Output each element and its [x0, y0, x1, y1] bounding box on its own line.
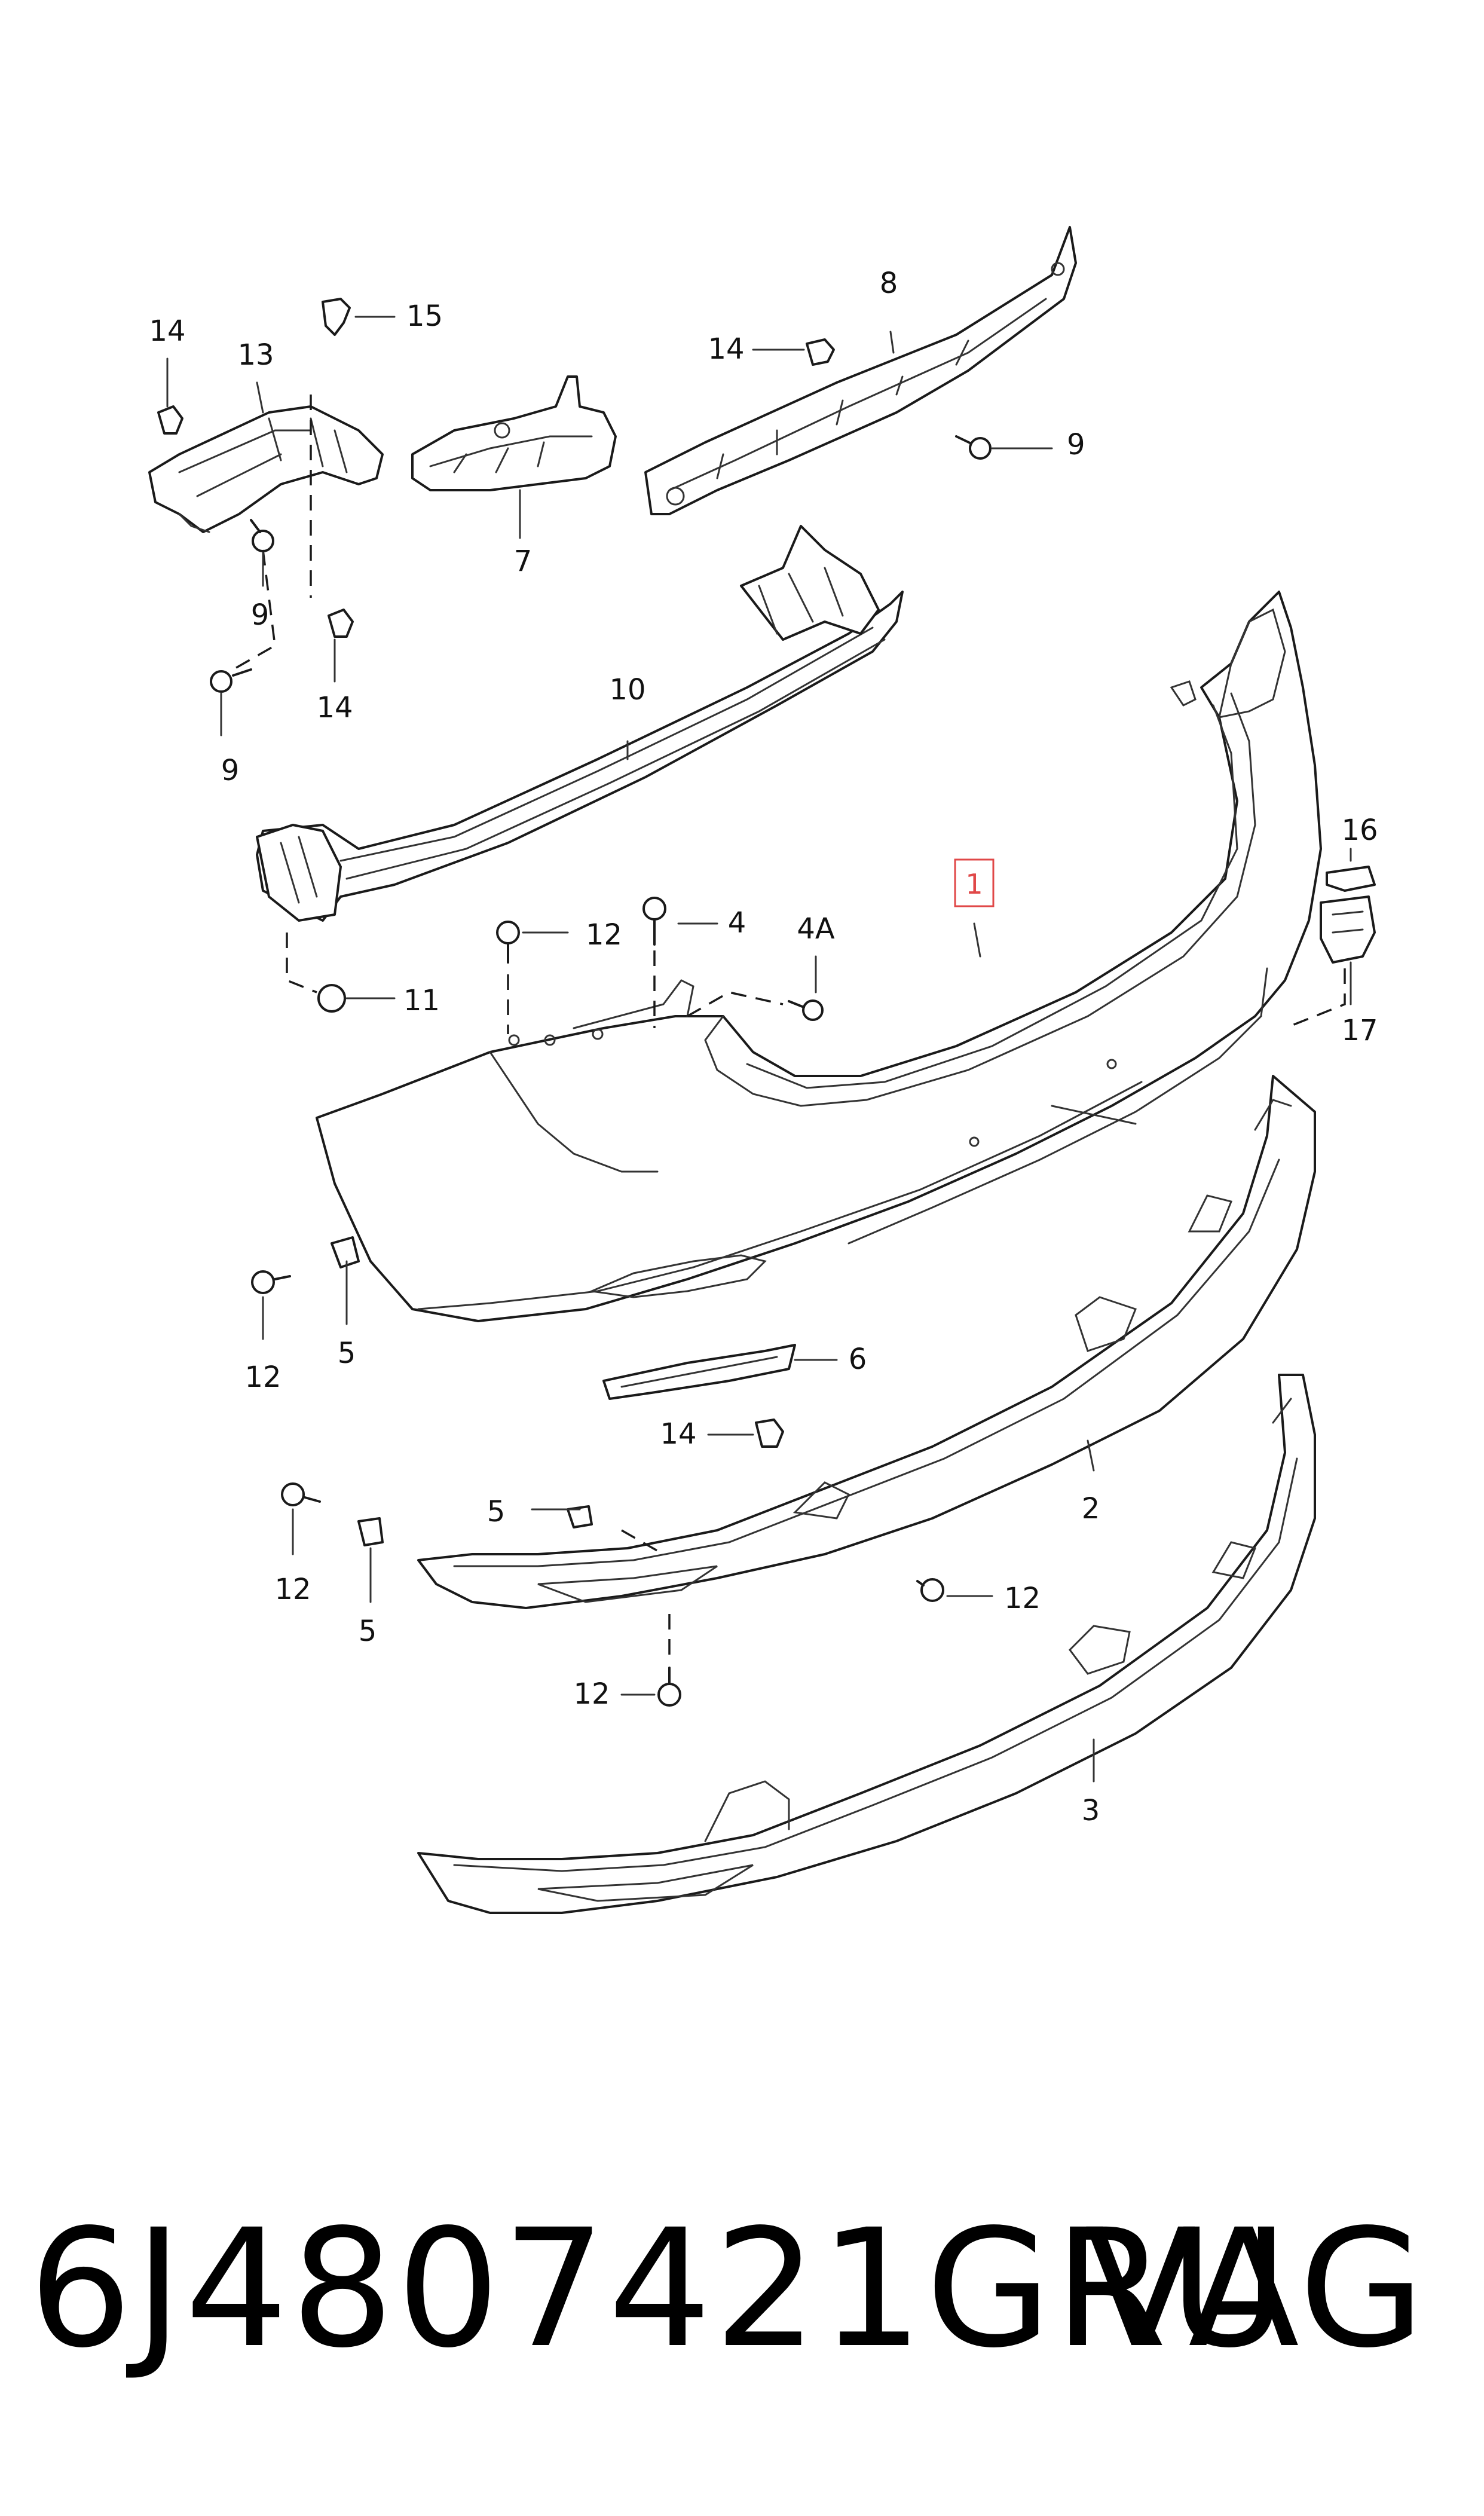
callout-9-lower-left: 9: [221, 754, 240, 787]
callout-14-top-right: 14: [708, 332, 744, 366]
callout-13: 13: [237, 338, 274, 372]
fastener-screw-12-e: [657, 1667, 681, 1707]
part-2-lower-spoiler: [417, 1075, 1316, 1609]
callout-7: 7: [514, 545, 533, 578]
part-7-bracket: [411, 375, 617, 491]
assembly-dashed-lines: [232, 395, 1346, 1662]
fastener-nut-5-b: [567, 1505, 593, 1528]
callout-12-lower-left: 12: [274, 1573, 311, 1606]
callout-3: 3: [1082, 1794, 1100, 1827]
fastener-screw-12-b: [251, 1270, 291, 1294]
callout-12-bottom: 12: [573, 1677, 610, 1711]
callout-14-lower: 14: [660, 1417, 696, 1451]
callout-11: 11: [403, 984, 440, 1017]
callout-17: 17: [1341, 1014, 1378, 1047]
callout-16: 16: [1341, 814, 1378, 847]
fastener-clip-14-top-right: [806, 338, 835, 366]
fastener-screw-12-c: [281, 1482, 321, 1506]
fastener-nut-11: [317, 984, 346, 1013]
fastener-screw-9-a: [250, 519, 274, 552]
callout-2: 2: [1082, 1492, 1100, 1526]
part-number-label: 6J4807421GRU: [29, 2195, 1291, 2384]
callout-10: 10: [609, 673, 645, 707]
callout-12-lower-right: 12: [1004, 1582, 1041, 1615]
callout-14-top-left: 14: [149, 314, 185, 348]
callout-9-right: 9: [1067, 428, 1085, 461]
fastener-clip-15: [322, 298, 351, 336]
leader-lines: [166, 316, 1352, 1783]
fastener-nut-5-c: [357, 1517, 384, 1546]
highlight-box-part-1: [954, 858, 995, 907]
callout-6: 6: [849, 1343, 867, 1376]
callout-1: 1: [965, 868, 983, 900]
callout-12-left: 12: [244, 1361, 281, 1394]
brand-label: VAG: [1085, 2195, 1427, 2384]
fastener-screw-4a: [788, 999, 824, 1021]
part-16-clip: [1326, 866, 1376, 892]
fastener-screw-12-d: [916, 1578, 944, 1602]
part-10-reinforcement-beam: [256, 525, 904, 922]
part-17-holder: [1320, 895, 1376, 964]
callout-labels: 1 2 3 4 4A 5 5 5 6 7 8 9 9 9 10 11 12 12…: [149, 267, 1378, 1827]
callout-4a: 4A: [797, 912, 835, 946]
fastener-screw-12-a: [496, 921, 520, 964]
callout-12-upper: 12: [586, 918, 622, 952]
part-1-bumper-cover: [316, 591, 1322, 1322]
part-3-lower-trim: [417, 1374, 1316, 1914]
callout-15: 15: [406, 299, 443, 333]
fastener-screw-4: [642, 897, 666, 946]
footer-caption: 6J4807421GRU VAG: [29, 2200, 1463, 2379]
callout-8: 8: [880, 267, 898, 300]
callout-5-left: 5: [338, 1337, 356, 1370]
fastener-screw-9-c: [955, 435, 992, 460]
callout-4: 4: [728, 906, 746, 940]
callout-9-left: 9: [251, 598, 270, 632]
part-13-left-bracket: [148, 405, 384, 533]
fastener-clip-14-lower: [755, 1419, 784, 1448]
callout-5-mid: 5: [487, 1495, 506, 1528]
fastener-screw-9-b: [210, 668, 252, 693]
callout-14-mid-left: 14: [316, 691, 353, 724]
fastener-clip-14-top-left: [157, 405, 183, 435]
part-8-bracket: [644, 226, 1077, 515]
part-6-reflector: [602, 1344, 796, 1400]
fastener-clip-14-top-mid: [328, 609, 354, 638]
fastener-nut-5-a: [331, 1236, 360, 1268]
callout-5-lower: 5: [359, 1615, 377, 1648]
